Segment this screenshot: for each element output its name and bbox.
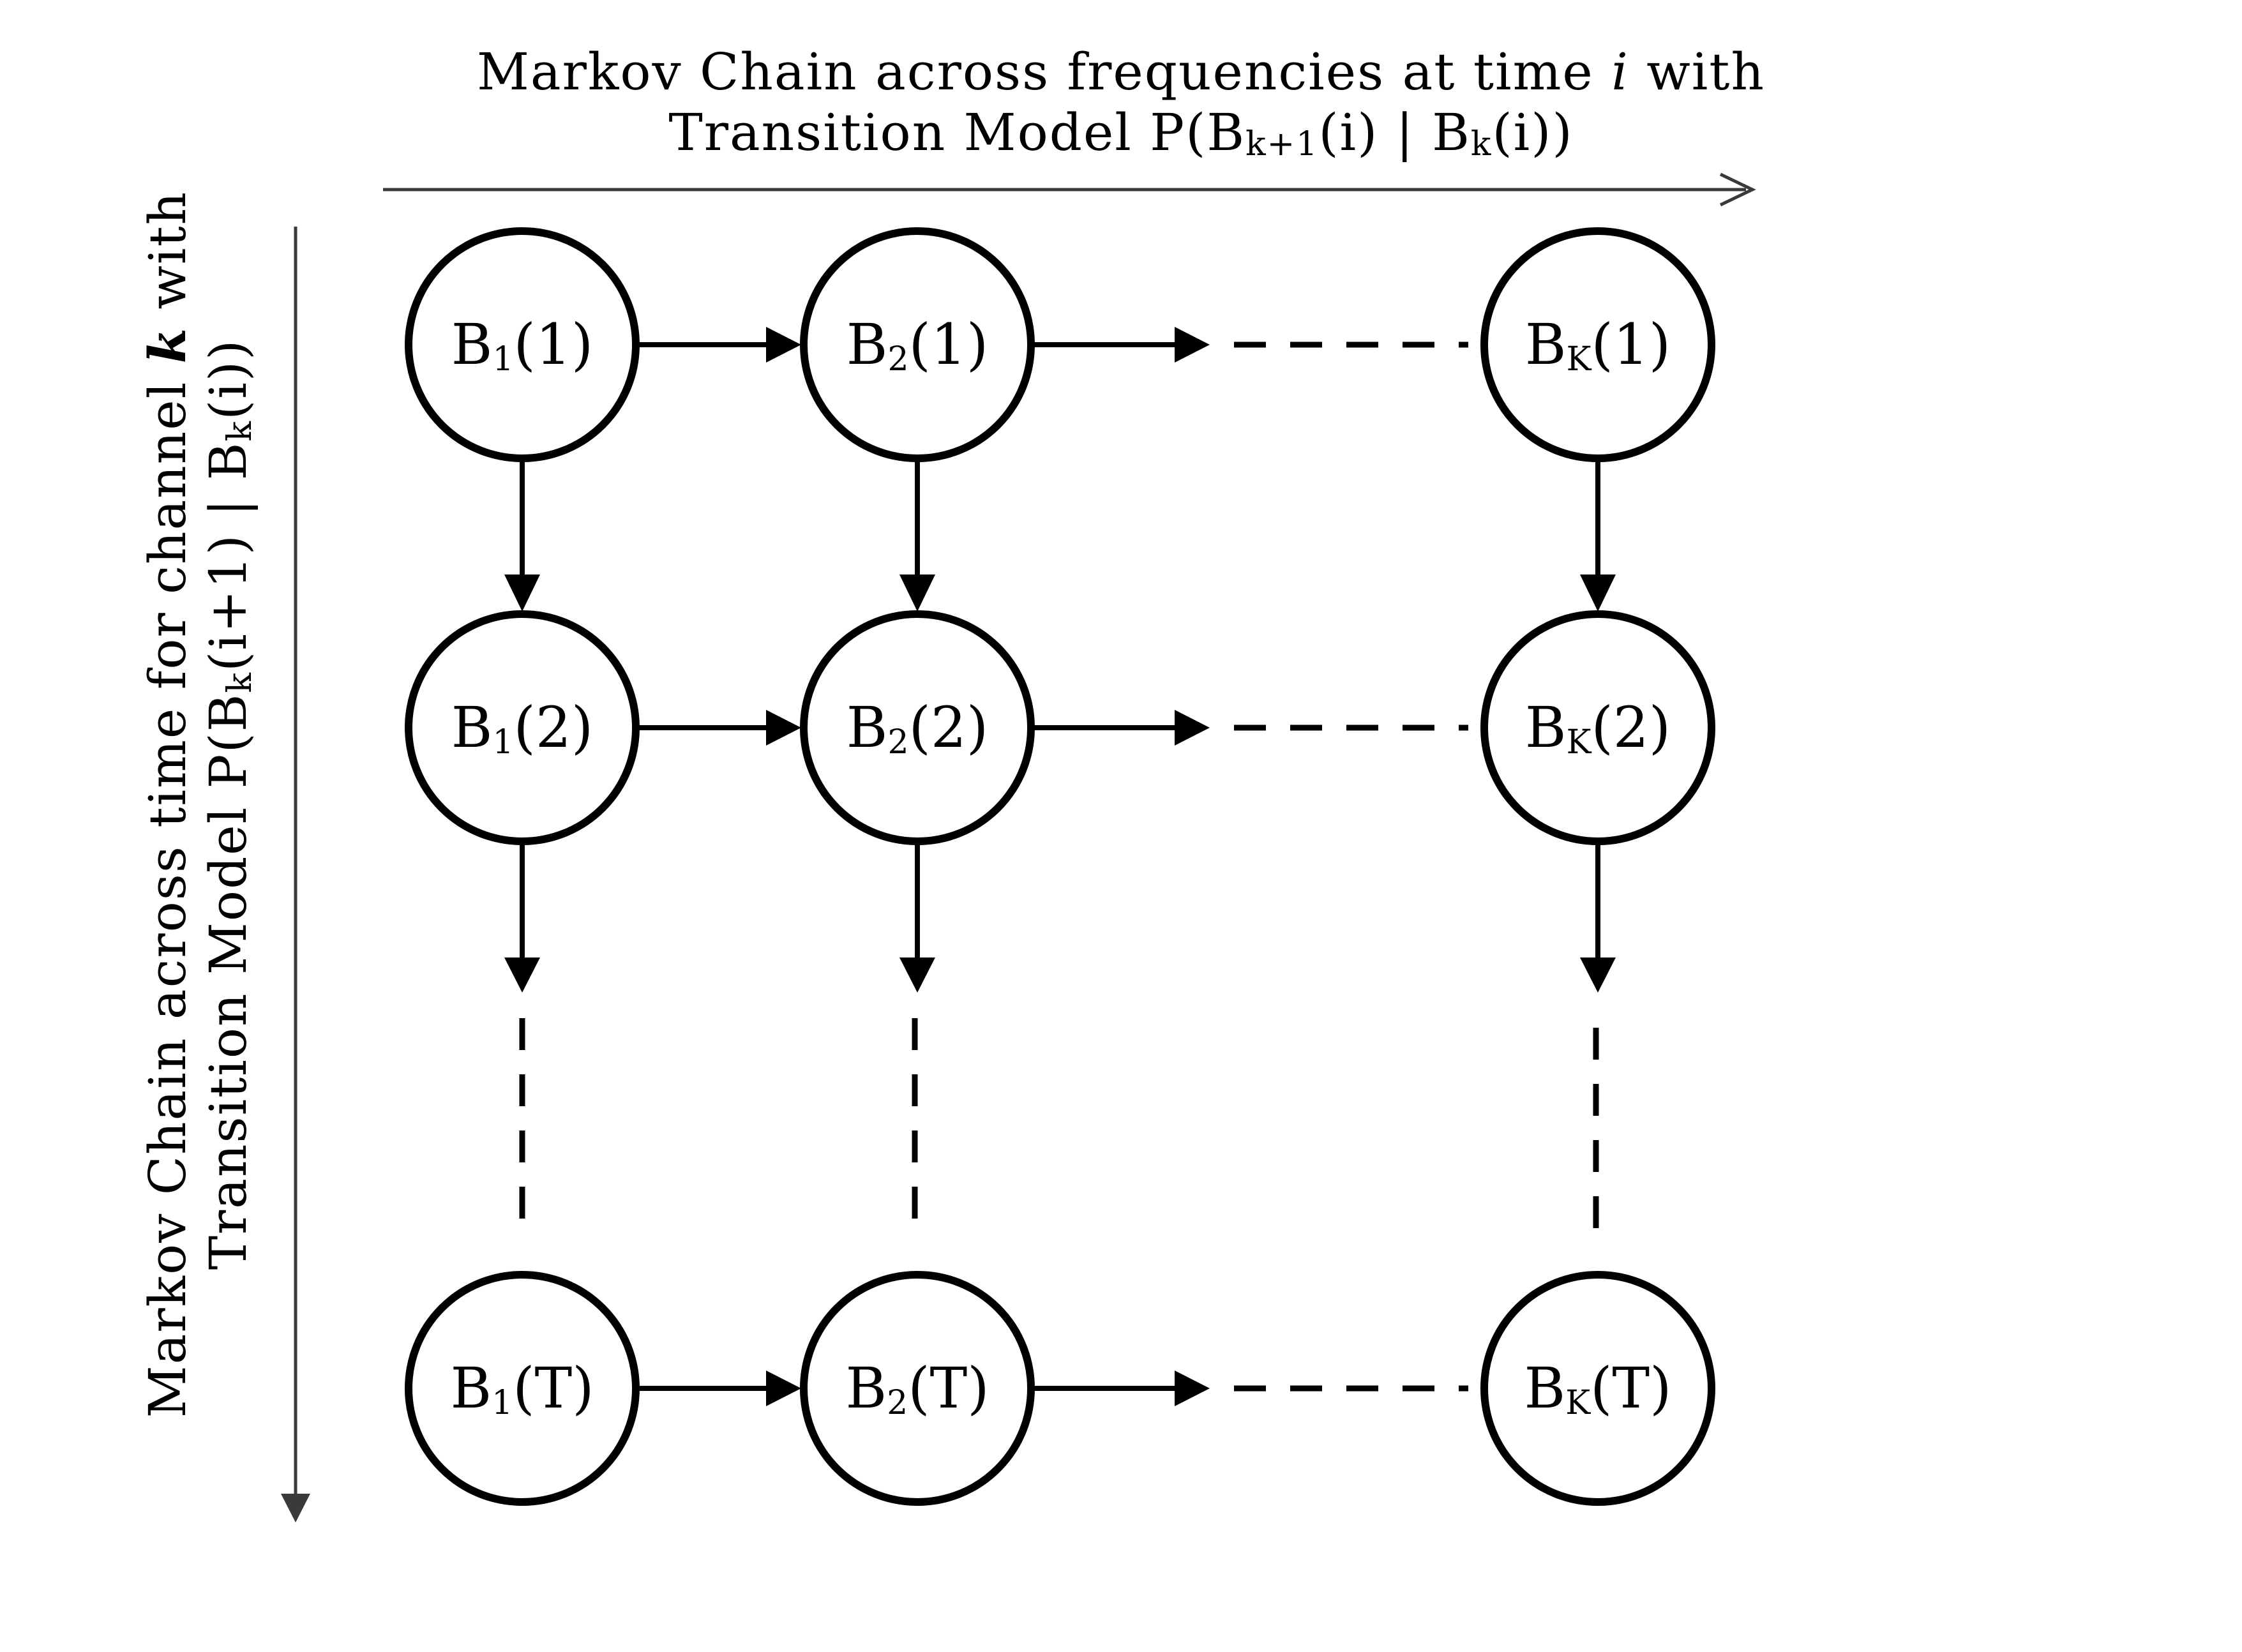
node-label: B2(1) [846,312,988,379]
edge-bK-1-to-bK-2 [1580,462,1616,612]
edge-b2-T-to-dash [1034,1370,1210,1406]
top-axis-label-line2: Transition Model P(Bk+1(i) | Bk(i)) [668,103,1573,163]
node-circle [1480,610,1715,845]
edge-b2-2-to-dash [899,845,935,993]
node-b2-T: B2(T) [800,1271,1035,1506]
node-b1-2: B1(2) [405,610,640,845]
node-b2-2: B2(2) [800,610,1035,845]
node-circle [405,1271,640,1506]
node-b1-1: B1(1) [405,227,640,462]
node-grid: B1(1) B2(1) BK(1) B1(2) B2(2) BK(2) B1(T) B2(T)… [405,227,1715,1506]
node-circle [405,227,640,462]
node-bK-1: BK(1) [1480,227,1715,462]
node-circle [800,227,1035,462]
edge-b1-2-to-dash [504,845,540,993]
edge-b2-1-to-b2-2 [899,462,935,612]
node-label: B1(T) [450,1355,594,1422]
edge-bK-2-to-dash [1580,845,1616,993]
node-label: BK(T) [1524,1355,1672,1422]
edge-b1-1-to-b2-1 [640,327,801,363]
edge-b1-2-to-b2-2 [640,710,801,746]
node-bK-2: BK(2) [1480,610,1715,845]
node-b1-T: B1(T) [405,1271,640,1506]
side-axis-label-line1: Markov Chain across time for channel k w… [137,191,197,1418]
top-axis-label-line1: Markov Chain across frequencies at time … [477,42,1765,101]
node-label: BK(2) [1525,695,1671,762]
edge-b2-2-to-dash [1034,710,1210,746]
node-circle [1480,227,1715,462]
node-label: B2(T) [845,1355,989,1422]
frequency-axis-arrow [383,172,1756,207]
node-circle [800,610,1035,845]
node-label: B1(2) [451,695,593,762]
node-b2-1: B2(1) [800,227,1035,462]
edge-b1-1-to-b1-2 [504,462,540,612]
node-circle [1480,1271,1715,1506]
node-label: B2(2) [846,695,988,762]
side-axis-label-line2: Transition Model P(Bk(i+1) | Bk(i)) [199,339,259,1270]
node-bK-T: BK(T) [1480,1271,1715,1506]
edge-b1-T-to-b2-T [640,1370,801,1406]
edge-b2-1-to-dash [1034,327,1210,363]
time-axis-arrow [281,227,310,1522]
node-circle [800,1271,1035,1506]
node-label: B1(1) [451,312,593,379]
node-label: BK(1) [1525,312,1671,379]
node-circle [405,610,640,845]
